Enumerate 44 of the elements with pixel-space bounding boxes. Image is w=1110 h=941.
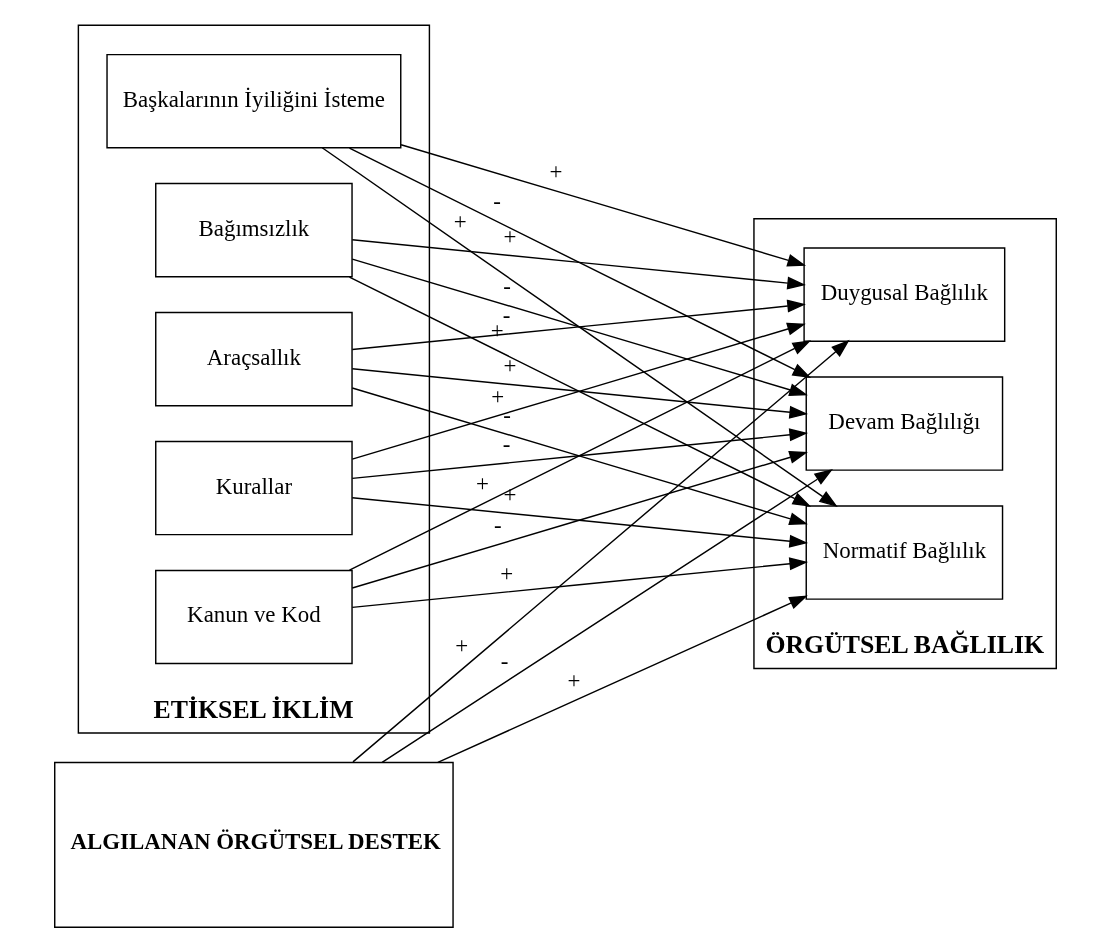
edge-label: - xyxy=(502,431,510,457)
node-box: Duygusal Bağlılık xyxy=(802,247,1005,342)
arrow xyxy=(348,340,811,571)
edge-label: - xyxy=(500,648,508,674)
arrow xyxy=(399,144,806,267)
arrow xyxy=(436,595,808,764)
edge-label: + xyxy=(454,633,468,659)
arrow xyxy=(348,147,811,378)
arrow xyxy=(351,258,808,397)
arrow xyxy=(351,557,808,609)
node-box: Devam Bağlılığı xyxy=(805,376,1003,471)
edge-label: - xyxy=(492,188,501,214)
node-box: Bağımsızlık xyxy=(154,182,353,278)
edge-label: + xyxy=(490,383,504,409)
edge-label: + xyxy=(453,209,467,235)
edge-label: + xyxy=(502,353,516,379)
arrow xyxy=(351,239,806,290)
edge-label: - xyxy=(502,302,510,328)
edge-label: - xyxy=(493,512,502,538)
node-box: Araçsallık xyxy=(154,311,353,407)
edge-label: - xyxy=(502,402,511,428)
edge-label: + xyxy=(502,224,516,250)
arrow xyxy=(380,469,833,764)
edge-label: + xyxy=(567,668,580,694)
arrow xyxy=(351,299,806,351)
edge-label: + xyxy=(499,560,513,586)
arrow xyxy=(351,387,808,526)
edge-label: + xyxy=(549,159,562,185)
edge-label: + xyxy=(475,470,489,496)
arrow xyxy=(320,147,838,508)
arrow xyxy=(348,276,811,507)
edge-label: - xyxy=(502,273,511,299)
node-box: Kanun ve Kod xyxy=(154,569,353,665)
node-box: Başkalarının İyiliğini İsteme xyxy=(105,53,401,149)
arrow xyxy=(351,451,808,589)
node-box: Kurallar xyxy=(154,440,353,536)
arrow xyxy=(351,428,808,480)
arrow xyxy=(351,497,808,548)
arrow xyxy=(351,368,808,419)
edge-label: + xyxy=(502,482,516,508)
node-box: ALGILANAN ÖRGÜTSEL DESTEK xyxy=(53,761,454,928)
node-box: Normatif Bağlılık xyxy=(805,505,1003,600)
arrow xyxy=(351,339,850,763)
arrow xyxy=(351,322,806,460)
